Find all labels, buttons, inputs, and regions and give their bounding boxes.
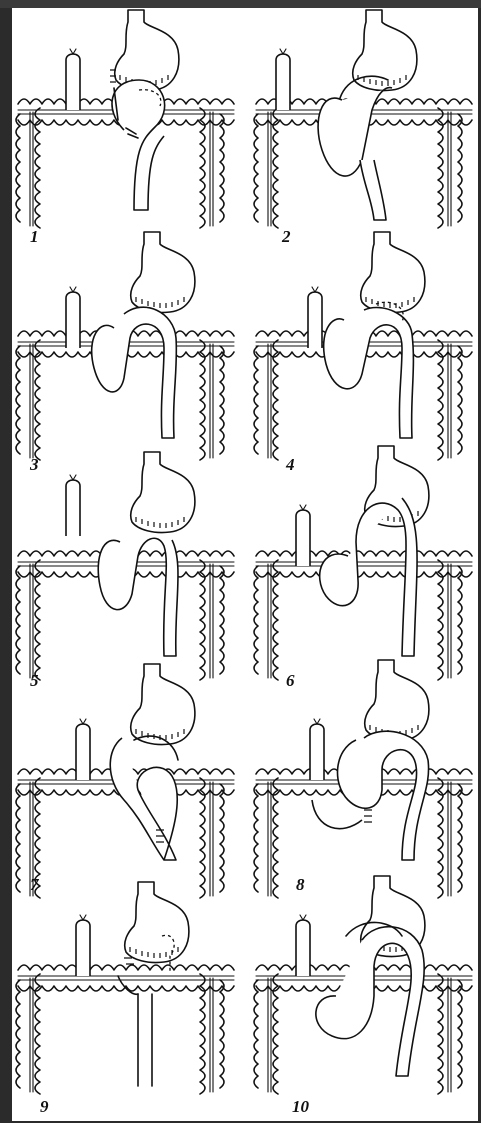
- panel-label-6: 6: [286, 671, 295, 690]
- panel-7: 7: [16, 664, 234, 898]
- panel-label-5: 5: [30, 671, 39, 690]
- panel-label-4: 4: [285, 455, 295, 474]
- panel-label-8: 8: [296, 875, 305, 894]
- panel-6: 6: [254, 446, 472, 690]
- panel-4: 4: [254, 232, 472, 474]
- panel-10: 10: [254, 876, 472, 1116]
- panel-2: 2: [254, 10, 472, 246]
- panel-label-10: 10: [292, 1097, 310, 1116]
- panel-3: 3: [16, 232, 234, 474]
- panel-label-1: 1: [30, 227, 39, 246]
- panel-1: 1: [16, 10, 234, 246]
- panel-label-3: 3: [29, 455, 39, 474]
- panel-8: 8: [254, 660, 472, 898]
- panel-label-2: 2: [281, 227, 291, 246]
- panel-5: 5: [16, 452, 234, 690]
- panel-label-9: 9: [40, 1097, 49, 1116]
- panel-9: 9: [16, 882, 234, 1116]
